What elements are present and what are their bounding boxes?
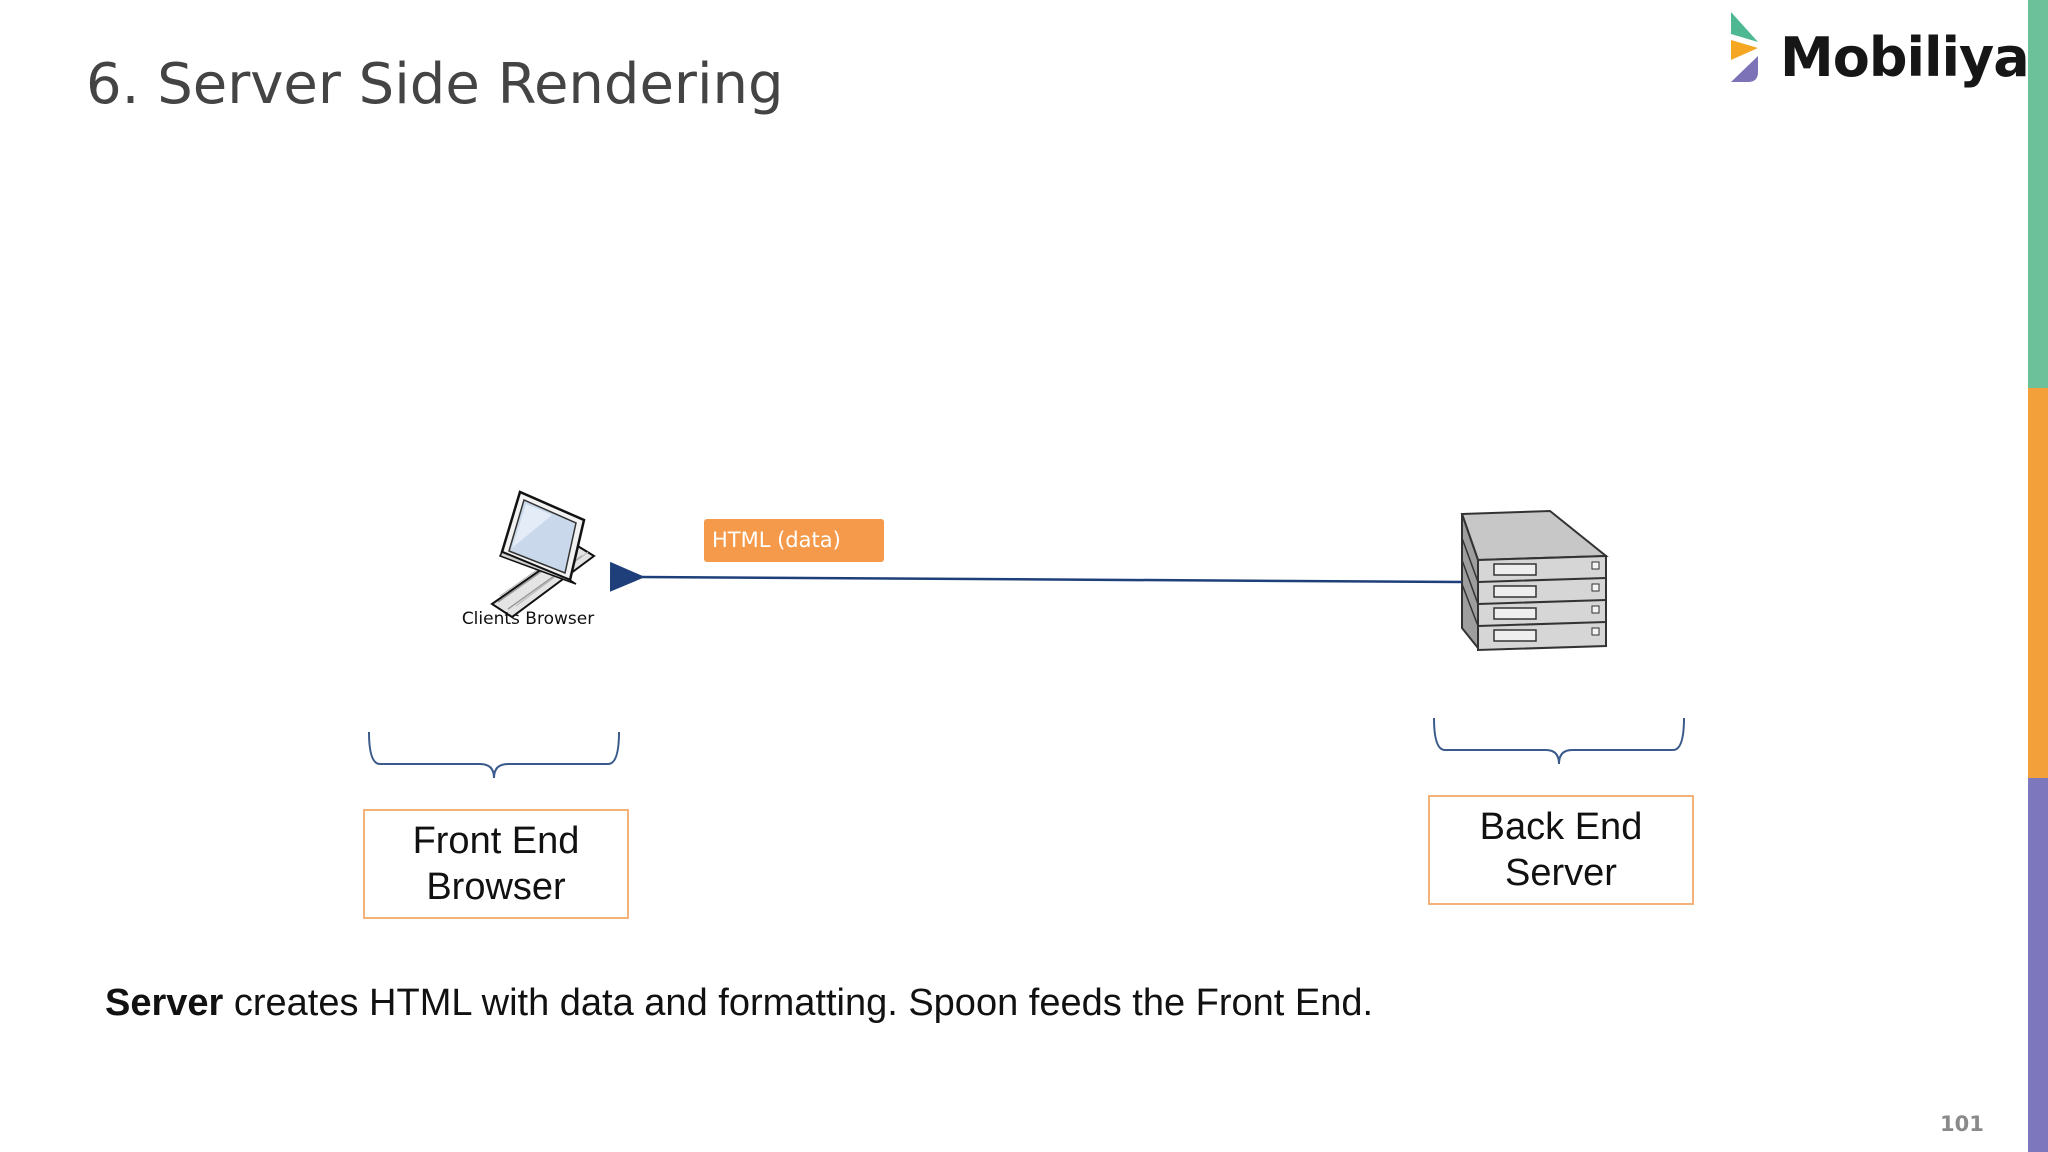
summary-bold: Server [105,982,224,1024]
server-rack-icon [1460,509,1609,652]
back-end-box: Back End Server [1428,795,1694,905]
back-end-line1: Back End [1479,806,1643,848]
client-caption: Clients Browser [461,609,595,629]
laptop-icon [490,490,596,619]
flow-arrow [609,561,1463,592]
back-brace [1433,717,1685,765]
front-end-box: Front End Browser [363,809,629,919]
front-brace [368,731,620,779]
side-bar-green [2028,0,2048,388]
front-end-line2: Browser [426,866,566,908]
summary-text: Server creates HTML with data and format… [105,982,1373,1025]
html-data-label: HTML (data) [704,519,884,562]
summary-rest: creates HTML with data and formatting. S… [223,982,1374,1024]
logo-mark-icon [1731,12,1758,82]
back-end-line2: Server [1505,852,1617,894]
logo-wordmark: Mobiliya [1780,26,2030,89]
side-bar-orange [2028,388,2048,778]
slide-title: 6. Server Side Rendering [86,52,784,117]
front-end-line1: Front End [412,820,580,862]
side-bar-purple [2028,778,2048,1152]
mobiliya-logo: Mobiliya [1728,10,2030,100]
page-number: 101 [1940,1112,1984,1136]
